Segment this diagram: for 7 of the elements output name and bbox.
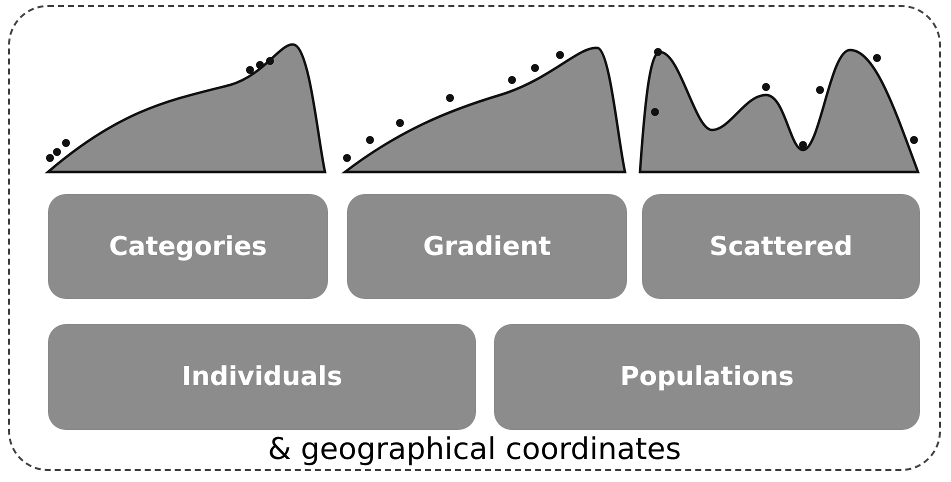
category-box: Scattered xyxy=(642,194,920,299)
caption-text: & geographical coordinates xyxy=(268,432,682,467)
category-box: Individuals xyxy=(48,324,476,430)
category-box: Gradient xyxy=(347,194,627,299)
category-box: Categories xyxy=(48,194,328,299)
dashed-frame xyxy=(8,5,941,471)
category-box: Populations xyxy=(494,324,920,430)
